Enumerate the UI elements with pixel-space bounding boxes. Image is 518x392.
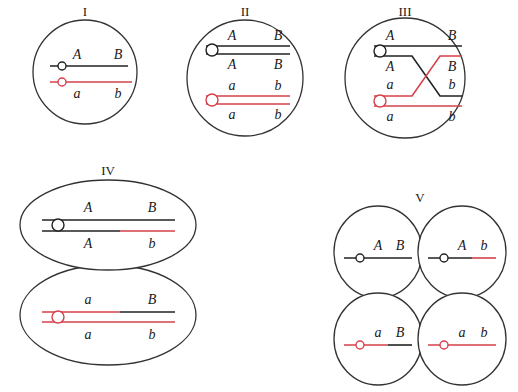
gene-label: b — [481, 326, 488, 340]
gene-label: a — [229, 108, 236, 122]
gene-label: b — [481, 239, 488, 253]
cell-outline — [345, 18, 465, 138]
gene-label: A — [386, 29, 395, 43]
gene-label: A — [228, 58, 237, 72]
gene-label: a — [85, 293, 92, 307]
gene-label: a — [387, 78, 394, 92]
gene-label: b — [449, 110, 456, 124]
gene-label: b — [275, 79, 282, 93]
gene-label: a — [387, 110, 394, 124]
stage-number: V — [415, 191, 424, 204]
chromosomes — [42, 46, 496, 345]
cell-outline — [418, 206, 506, 298]
cell-outline — [334, 206, 422, 298]
gene-label: A — [84, 237, 93, 251]
cell-outline — [33, 20, 137, 124]
gene-label: A — [84, 201, 93, 215]
gene-label: B — [396, 326, 405, 340]
stage-number: II — [241, 5, 250, 18]
gene-label: b — [449, 78, 456, 92]
gene-label: B — [448, 29, 457, 43]
cell-outline — [187, 20, 303, 136]
stage-number: I — [83, 5, 87, 18]
gene-label: B — [148, 201, 157, 215]
cell-outline — [418, 293, 506, 385]
gene-label: b — [149, 237, 156, 251]
gene-label: b — [149, 328, 156, 342]
gene-label: B — [448, 60, 457, 74]
gene-label: A — [73, 48, 82, 62]
gene-label: a — [375, 326, 382, 340]
stage-number: III — [399, 5, 412, 18]
gene-label: a — [229, 79, 236, 93]
gene-label: B — [274, 58, 283, 72]
gene-label: b — [115, 87, 122, 101]
gene-label: b — [275, 108, 282, 122]
gene-label: B — [274, 29, 283, 43]
centromeres — [52, 44, 448, 349]
gene-label: B — [148, 293, 157, 307]
gene-label: A — [374, 239, 383, 253]
gene-label: A — [228, 29, 237, 43]
stage-number: IV — [101, 164, 115, 177]
gene-label: B — [114, 48, 123, 62]
gene-label: B — [396, 239, 405, 253]
gene-label: a — [459, 326, 466, 340]
cell-outline — [20, 180, 196, 270]
gene-label: a — [85, 328, 92, 342]
gene-label: a — [74, 87, 81, 101]
cell-outline — [334, 293, 422, 385]
cell-outline — [20, 265, 196, 365]
gene-label: A — [458, 239, 467, 253]
gene-label: A — [386, 60, 395, 74]
